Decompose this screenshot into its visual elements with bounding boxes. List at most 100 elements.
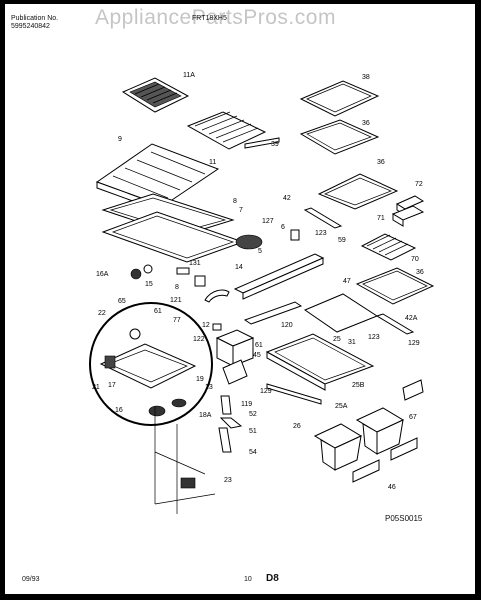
part-11-wire-shelf — [186, 111, 280, 150]
part-36-glass-shelf-lower — [355, 267, 435, 305]
callout-67: 67 — [409, 414, 417, 421]
part-detail-circle — [89, 302, 213, 426]
model-number: FRT18XH5 — [192, 15, 227, 22]
part-67-bin — [402, 379, 424, 401]
callout-131: 131 — [189, 260, 201, 267]
callout-129-b: 129 — [260, 388, 272, 395]
callout-42a: 42A — [405, 315, 418, 322]
print-date: 09/93 — [22, 576, 40, 583]
callout-46: 46 — [388, 484, 396, 491]
watermark: AppliancePartsPros.com — [95, 6, 336, 29]
part-42a-shelf-rail — [375, 313, 415, 335]
callout-39: 39 — [271, 141, 279, 148]
callout-11: 11 — [209, 159, 216, 166]
part-25-drawer-frame — [265, 333, 375, 391]
part-11a-grille — [121, 77, 190, 113]
part-127-filter — [235, 234, 263, 250]
publication-label: Publication No. — [11, 15, 59, 22]
callout-36-b: 36 — [377, 159, 385, 166]
callout-9: 9 — [118, 136, 122, 143]
callout-12: 12 — [202, 322, 210, 329]
callout-61-b: 61 — [255, 342, 263, 349]
part-120-rail — [243, 301, 303, 325]
part-25a-slide — [266, 383, 322, 405]
callout-19: 19 — [196, 376, 204, 383]
callout-6-a: 6 — [281, 224, 285, 231]
callout-7: 7 — [239, 207, 243, 214]
part-cabinet-base — [154, 406, 216, 514]
callout-51: 51 — [249, 428, 257, 435]
callout-120: 120 — [281, 322, 293, 329]
part-8-bracket — [194, 275, 206, 287]
part-13-duct — [222, 359, 248, 385]
callout-25: 25 — [333, 336, 341, 343]
part-15-knob — [143, 264, 153, 274]
callout-36-a: 36 — [362, 120, 370, 127]
part-42-shelf-rail — [303, 207, 343, 229]
callout-23: 23 — [224, 477, 232, 484]
part-121-arm — [204, 289, 230, 303]
part-71-bin — [391, 205, 425, 227]
part-38-glass-shelf — [299, 80, 380, 117]
callout-11a: 11A — [183, 72, 195, 79]
callout-61-a: 61 — [154, 308, 162, 315]
callout-36-c: 36 — [416, 269, 424, 276]
callout-123-a: 123 — [315, 230, 327, 237]
callout-5: 5 — [258, 248, 262, 255]
part-36-glass-shelf-upper — [299, 119, 380, 155]
part-6-clip — [290, 229, 300, 241]
part-47-glass-panel — [303, 293, 379, 333]
part-16a-cam — [130, 268, 142, 280]
part-12-clip — [212, 323, 222, 331]
callout-52: 52 — [249, 411, 257, 418]
page-number: 10 — [244, 576, 252, 583]
part-26-crisper-left — [313, 423, 363, 471]
exploded-parts-drawing: 11A 38 11 39 9 36 36 72 42 8 71 7 127 6 … — [89, 72, 435, 514]
callout-25b: 25B — [352, 382, 365, 389]
diagram-code: P05S0015 — [385, 514, 423, 523]
callout-122: 122 — [193, 336, 205, 343]
part-46-drawer-front — [352, 437, 418, 483]
callout-17: 17 — [108, 382, 116, 389]
part-36-glass-shelf-middle — [317, 173, 399, 210]
callout-47: 47 — [343, 278, 351, 285]
callout-21: 21 — [92, 384, 100, 391]
callout-26: 26 — [293, 423, 301, 430]
callout-71: 71 — [377, 215, 385, 222]
part-5-crisper-rail — [233, 253, 325, 300]
parts-diagram-sheet: AppliancePartsPros.com Publication No. 5… — [5, 4, 475, 594]
callout-8-a: 8 — [233, 198, 237, 205]
part-51-duct — [219, 417, 243, 429]
callout-129-a: 129 — [408, 340, 420, 347]
callout-labels: 11A 38 11 39 9 36 36 72 42 8 71 7 127 6 … — [92, 72, 424, 491]
callout-15: 15 — [145, 281, 153, 288]
callout-38: 38 — [362, 74, 370, 81]
callout-119: 119 — [241, 401, 252, 408]
callout-25a: 25A — [335, 403, 348, 410]
callout-77: 77 — [173, 317, 181, 324]
publication-number: 5995240842 — [11, 23, 50, 30]
callout-14: 14 — [235, 264, 243, 271]
callout-65: 65 — [118, 298, 126, 305]
callout-59: 59 — [338, 237, 346, 244]
callout-22: 22 — [98, 310, 106, 317]
part-70-wire-rack — [360, 233, 417, 261]
callout-16a: 16A — [96, 271, 109, 278]
callout-42: 42 — [283, 195, 291, 202]
callout-70: 70 — [411, 256, 419, 263]
callout-54: 54 — [249, 449, 257, 456]
part-52-duct — [220, 395, 232, 415]
callout-16: 16 — [115, 407, 123, 414]
part-131-bracket — [176, 267, 190, 275]
callout-121: 121 — [170, 297, 182, 304]
callout-18a: 18A — [199, 412, 212, 419]
callout-45: 45 — [253, 352, 261, 359]
callout-13: 13 — [205, 384, 213, 391]
part-54-duct — [218, 427, 232, 453]
part-122-housing — [215, 329, 255, 367]
callout-123-b: 123 — [368, 334, 380, 341]
section-code: D8 — [266, 573, 279, 584]
callout-72: 72 — [415, 181, 423, 188]
callout-31: 31 — [348, 339, 356, 346]
